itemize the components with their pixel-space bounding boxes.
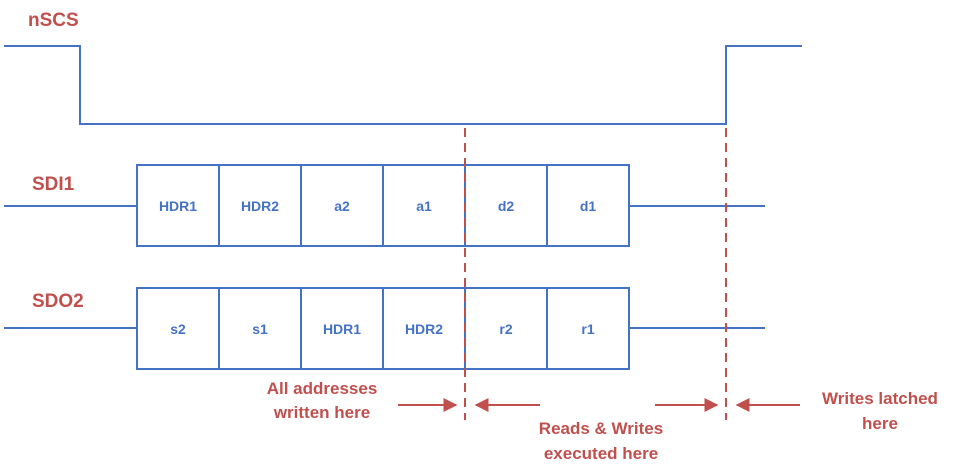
- sdi1-cell-label: a2: [334, 198, 350, 214]
- reads-writes-annotation: Reads & Writes executed here: [539, 419, 663, 463]
- sdo2-cell: r2: [464, 287, 548, 370]
- sdi1-cell-label: d1: [580, 198, 597, 214]
- sdo2-label: SDO2: [32, 291, 84, 312]
- latched-annotation: Writes latched here: [822, 389, 938, 433]
- nscs-waveform: [4, 45, 802, 125]
- sdi1-cell: a1: [382, 164, 466, 247]
- sdo2-frame: s2 s1 HDR1 HDR2 r2 r1: [136, 287, 630, 370]
- sdo2-cell-label: s2: [170, 321, 186, 337]
- sdi1-cell-label: a1: [416, 198, 432, 214]
- sdo2-cell: r1: [546, 287, 630, 370]
- latched-annotation-line: Writes latched: [822, 389, 938, 408]
- sdi1-cell: HDR2: [218, 164, 302, 247]
- reads-writes-annotation-line: executed here: [544, 444, 658, 463]
- sdi1-label: SDI1: [32, 174, 75, 195]
- sdo2-cell: s2: [136, 287, 220, 370]
- sdi1-cell: d1: [546, 164, 630, 247]
- addresses-annotation-line: written here: [273, 403, 370, 422]
- sdi1-cell: a2: [300, 164, 384, 247]
- sdi1-cell: d2: [464, 164, 548, 247]
- sdo2-cell-label: HDR2: [405, 321, 443, 337]
- sdo2-cell: HDR1: [300, 287, 384, 370]
- addresses-annotation: All addresses written here: [267, 379, 378, 422]
- sdi1-cell: HDR1: [136, 164, 220, 247]
- nscs-label: nSCS: [28, 10, 79, 31]
- sdo2-cell: s1: [218, 287, 302, 370]
- sdi1-frame: HDR1 HDR2 a2 a1 d2 d1: [136, 164, 630, 247]
- sdi1-cell-label: HDR1: [159, 198, 197, 214]
- sdo2-cell-label: r2: [499, 321, 512, 337]
- addresses-annotation-line: All addresses: [267, 379, 378, 398]
- sdo2-cell: HDR2: [382, 287, 466, 370]
- reads-writes-annotation-line: Reads & Writes: [539, 419, 663, 438]
- sdo2-cell-label: r1: [581, 321, 594, 337]
- latched-annotation-line: here: [862, 414, 898, 433]
- sdi1-cell-label: HDR2: [241, 198, 279, 214]
- sdi1-cell-label: d2: [498, 198, 515, 214]
- sdo2-cell-label: HDR1: [323, 321, 361, 337]
- sdo2-cell-label: s1: [252, 321, 268, 337]
